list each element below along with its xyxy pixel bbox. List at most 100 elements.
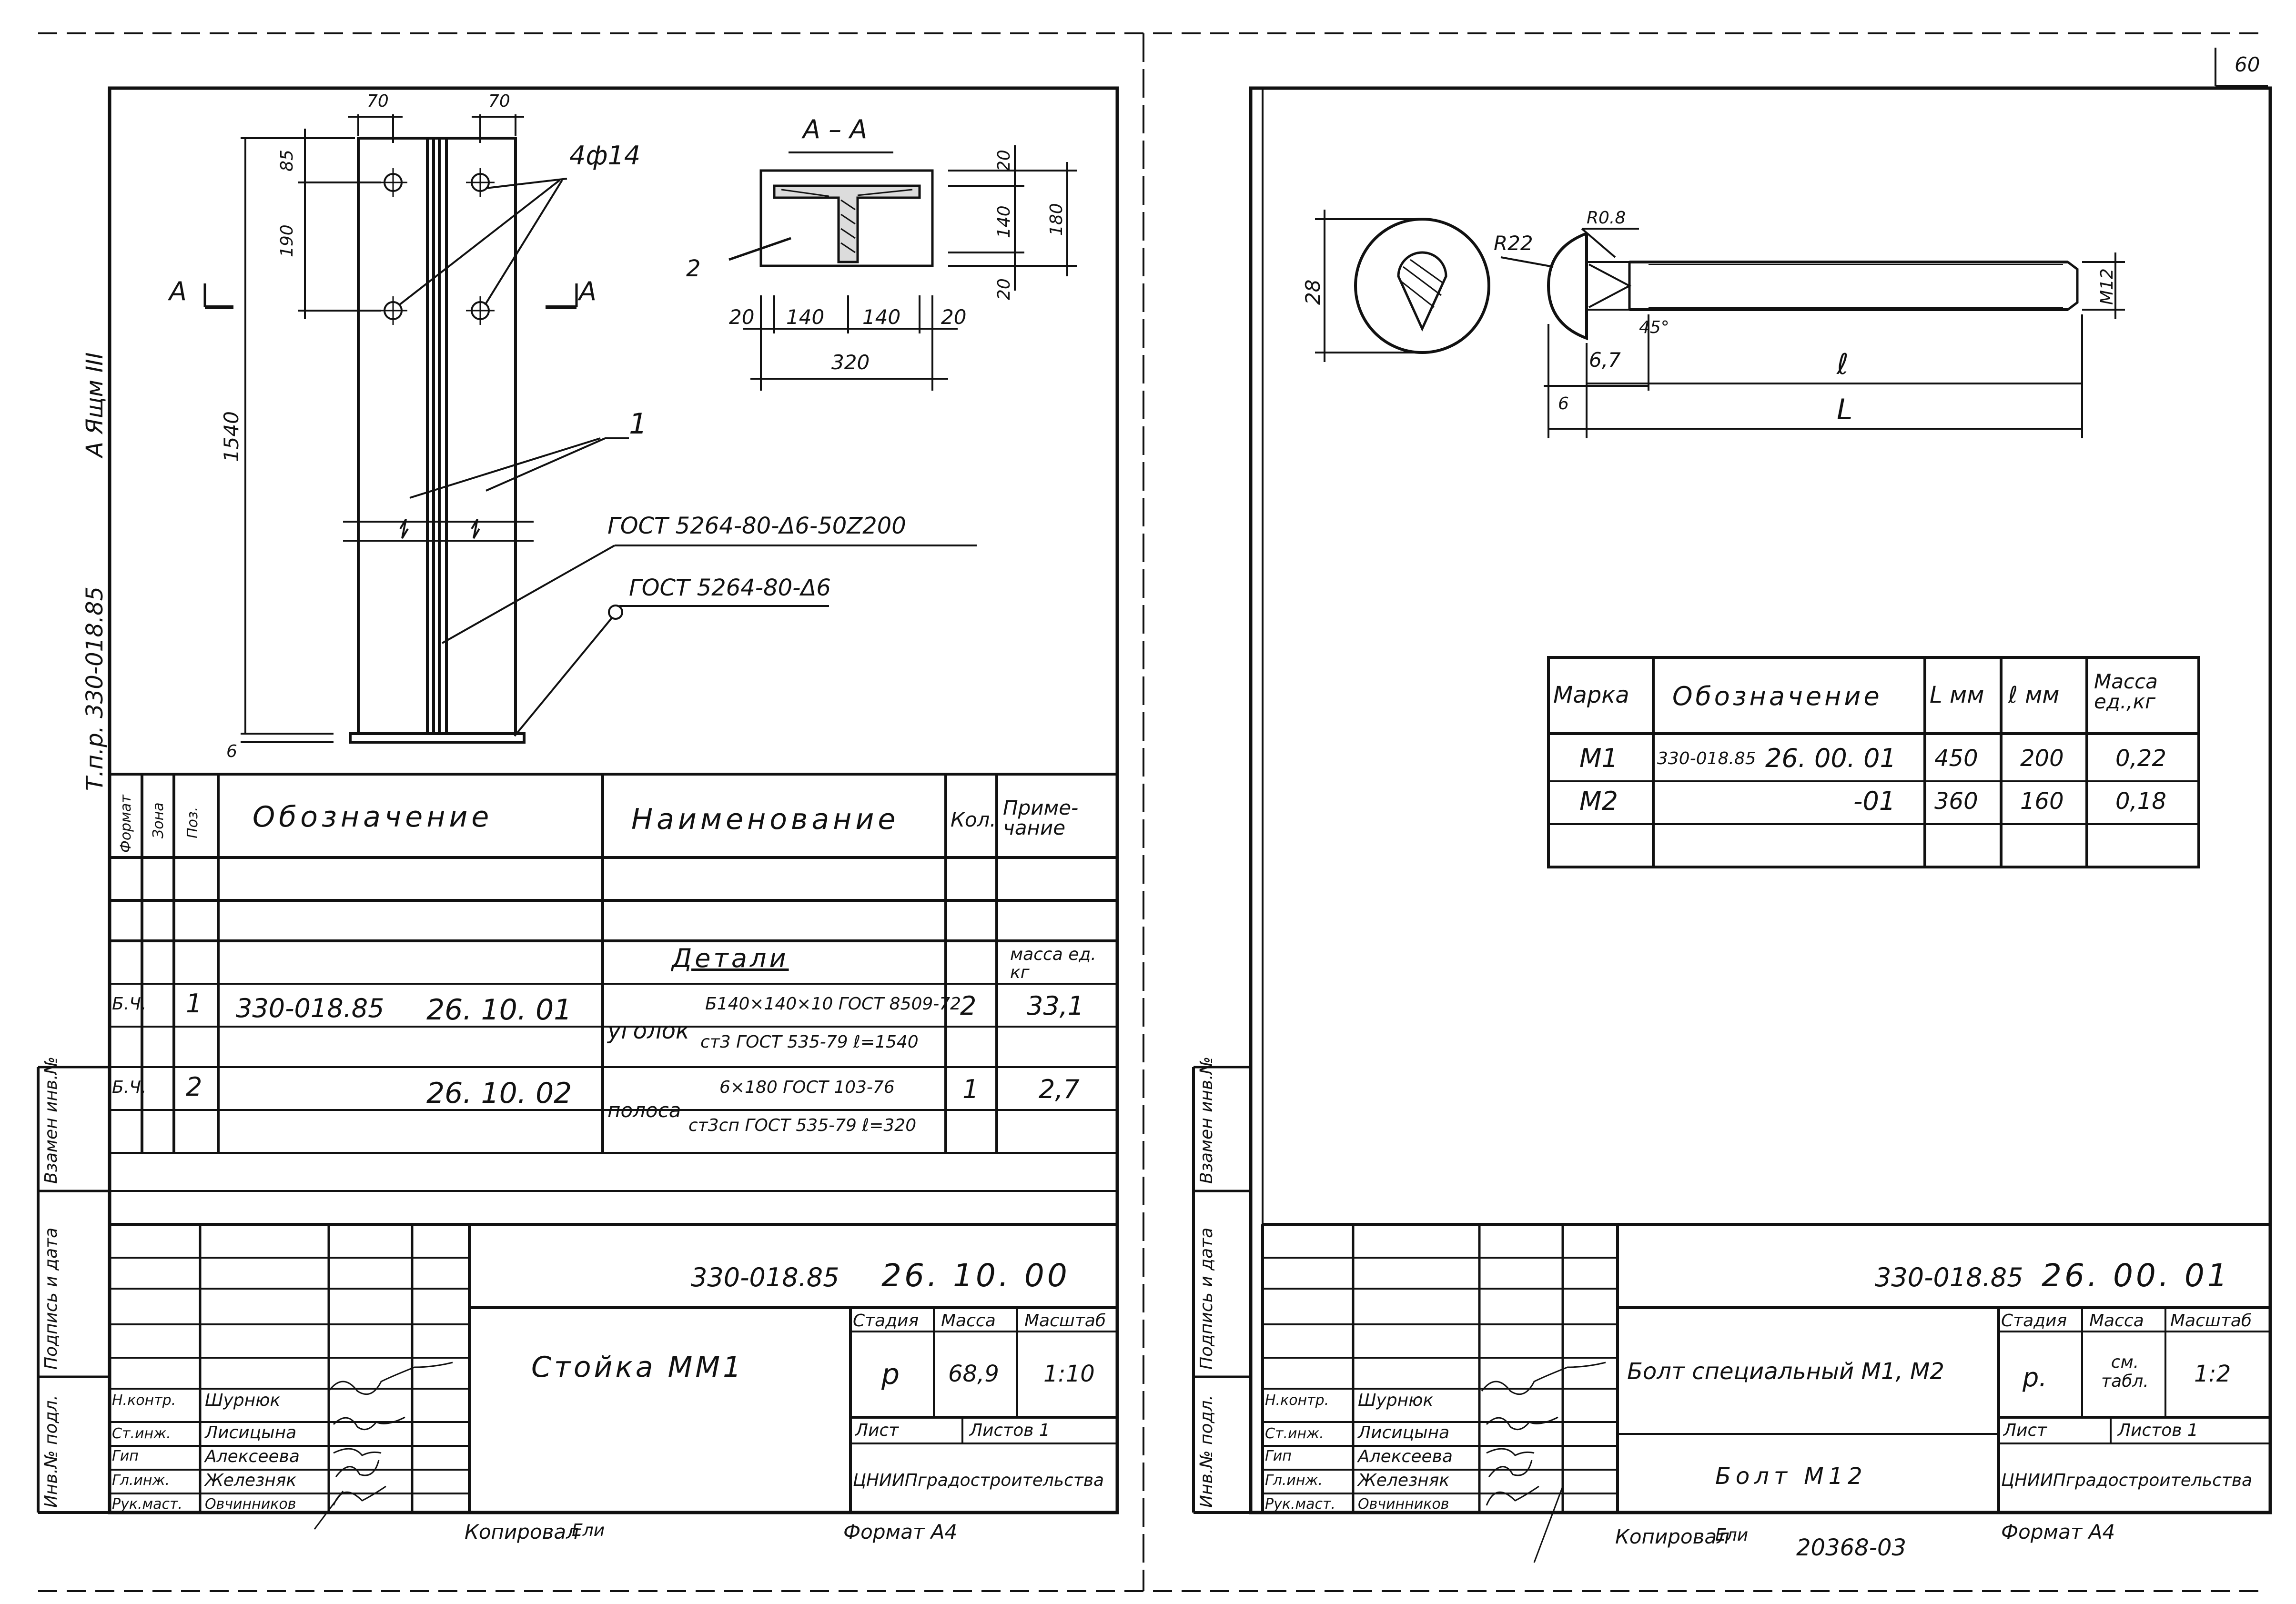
dim-20-top: 20 (994, 150, 1014, 171)
doc-number-prefix-2: 330-018.85 (1875, 1262, 2023, 1292)
dim-6: 6 (226, 742, 237, 761)
row1-mark: М1 (1579, 743, 1618, 773)
row2-spec-top: 6×180 ГОСТ 103-76 (719, 1078, 895, 1097)
section-mark-right: А (579, 276, 597, 306)
dim-320: 320 (831, 351, 870, 374)
sheet1-spec-grid (110, 773, 1117, 1226)
role-2: Ст.инж. (112, 1425, 171, 1442)
mass-value-2: см. табл. (2101, 1352, 2149, 1391)
table-header-l: ℓ мм (2008, 682, 2060, 708)
dim-180: 180 (1047, 203, 1066, 236)
dim-28: 28 (1301, 279, 1325, 305)
spec-header-note: Приме-чание (1003, 796, 1079, 839)
table-header-L: L мм (1930, 682, 1984, 708)
dim-190: 190 (277, 224, 297, 257)
doc-number-2: 26. 00. 01 (2042, 1257, 2230, 1294)
copied-label-2: Копировал (1615, 1525, 1730, 1548)
table-header-designation: Обозначение (1672, 681, 1882, 711)
page-number: 60 (2235, 53, 2260, 76)
row2-code: 26. 10. 02 (426, 1077, 572, 1110)
dim-1540: 1540 (220, 411, 243, 462)
mass-value: 68,9 (948, 1361, 999, 1387)
dim-6: 6 (1558, 394, 1569, 414)
role-1: Н.контр. (112, 1392, 176, 1409)
sheet1-leaders (398, 178, 977, 737)
mass-label: Масса (941, 1311, 996, 1331)
role-4-2: Гл.инж. (1265, 1472, 1323, 1489)
row1-L: 450 (1934, 745, 1978, 772)
section-mark-left: А (169, 276, 187, 306)
scale-value: 1:10 (1043, 1361, 1095, 1387)
row2-qty: 1 (962, 1074, 979, 1104)
sheet1-title-grid (108, 1224, 1117, 1513)
drawing-subtitle-2: Болт М12 (1715, 1463, 1867, 1490)
radius-22: R22 (1494, 232, 1533, 255)
spec-header-designation: Обозначение (253, 800, 493, 834)
row1-name: уголок (607, 1018, 690, 1044)
row2-pos: 2 (186, 1072, 202, 1102)
row1-mass: 33,1 (1027, 991, 1084, 1021)
spec-header-pos: Поз. (184, 807, 201, 838)
row1-mass-bolt: 0,22 (2115, 745, 2166, 772)
name-1: Шурнюк (205, 1391, 281, 1410)
name-4: Железняк (205, 1471, 297, 1490)
row2-spec-bottom: ст3сп ГОСТ 535-79 ℓ=320 (688, 1116, 917, 1135)
order-number: 20368-03 (1796, 1534, 1907, 1561)
role-1-2: Н.контр. (1265, 1392, 1329, 1409)
stage-label-2: Стадия (2001, 1311, 2067, 1331)
side-label-album: А Ящм III (81, 352, 108, 457)
sheet1-plan-dims (203, 114, 578, 743)
row1-code-bolt: 26. 00. 01 (1765, 743, 1896, 773)
weld-note-1: ГОСТ 5264-80-Δ6-50Z200 (607, 513, 906, 539)
sheet-label: Лист (855, 1421, 899, 1440)
sheet1-plan (343, 137, 534, 744)
sheet-label-2: Лист (2003, 1421, 2047, 1440)
dim-70-right: 70 (488, 91, 510, 111)
radius-08: R0.8 (1587, 208, 1626, 228)
stage-value: р (881, 1358, 900, 1391)
section-title: А – А (803, 114, 868, 144)
name-2-2: Лисицына (1358, 1423, 1450, 1443)
position-1: 1 (629, 407, 647, 441)
copied-sign: Ели (572, 1521, 605, 1540)
row1-format: Б.Ч. (112, 994, 147, 1014)
dim-140-vertical: 140 (994, 205, 1014, 238)
dim-20-left: 20 (729, 305, 755, 329)
role-3: Гип (112, 1448, 139, 1464)
copied-sign-2: Ели (1715, 1525, 1749, 1545)
scale-value-2: 1:2 (2194, 1361, 2231, 1387)
row1-pos: 1 (186, 989, 202, 1019)
row2-mark: М2 (1579, 786, 1618, 816)
sheet2-table-grid (1547, 656, 2200, 868)
sheet2-frame (1192, 86, 2272, 1514)
spec-header-name: Наименование (631, 803, 900, 836)
name-2: Лисицына (205, 1423, 297, 1443)
name-3: Алексеева (205, 1447, 300, 1466)
length-total-label: L (1837, 393, 1853, 426)
dim-20-bottom: 20 (994, 278, 1014, 300)
sheets-label: Листов 1 (970, 1421, 1050, 1440)
name-4-2: Железняк (1358, 1471, 1450, 1490)
row1-spec-top: Б140×140×10 ГОСТ 8509-72 (705, 994, 961, 1014)
row2-l: 160 (2020, 788, 2064, 815)
role-2-2: Ст.инж. (1265, 1425, 1324, 1442)
side-label: Т.п.р. 330-018.85 (81, 586, 108, 791)
thread-size: М12 (2097, 268, 2117, 305)
row1-doc: 330-018.85 (236, 993, 384, 1023)
format-label: Формат А4 (843, 1520, 958, 1543)
length-thread-label: ℓ (1837, 348, 1849, 381)
stamp-swap-2: Взамен инв.№ (1197, 1056, 1216, 1184)
format-label-2: Формат А4 (2001, 1520, 2115, 1543)
table-header-mass: Масса ед.,кг (2094, 670, 2158, 713)
name-5: Овчинников (205, 1496, 296, 1513)
role-3-2: Гип (1265, 1448, 1292, 1464)
position-2: 2 (686, 255, 701, 282)
role-4: Гл.инж. (112, 1472, 170, 1489)
sheet2-title-grid (1261, 1223, 2270, 1513)
dim-85: 85 (277, 150, 297, 171)
row1-prefix: 330-018.85 (1657, 749, 1756, 768)
spec-section-title: Детали (672, 943, 789, 973)
scale-label: Масштаб (1024, 1311, 1106, 1331)
stamp-inv: Инв.№ подл. (41, 1395, 61, 1508)
